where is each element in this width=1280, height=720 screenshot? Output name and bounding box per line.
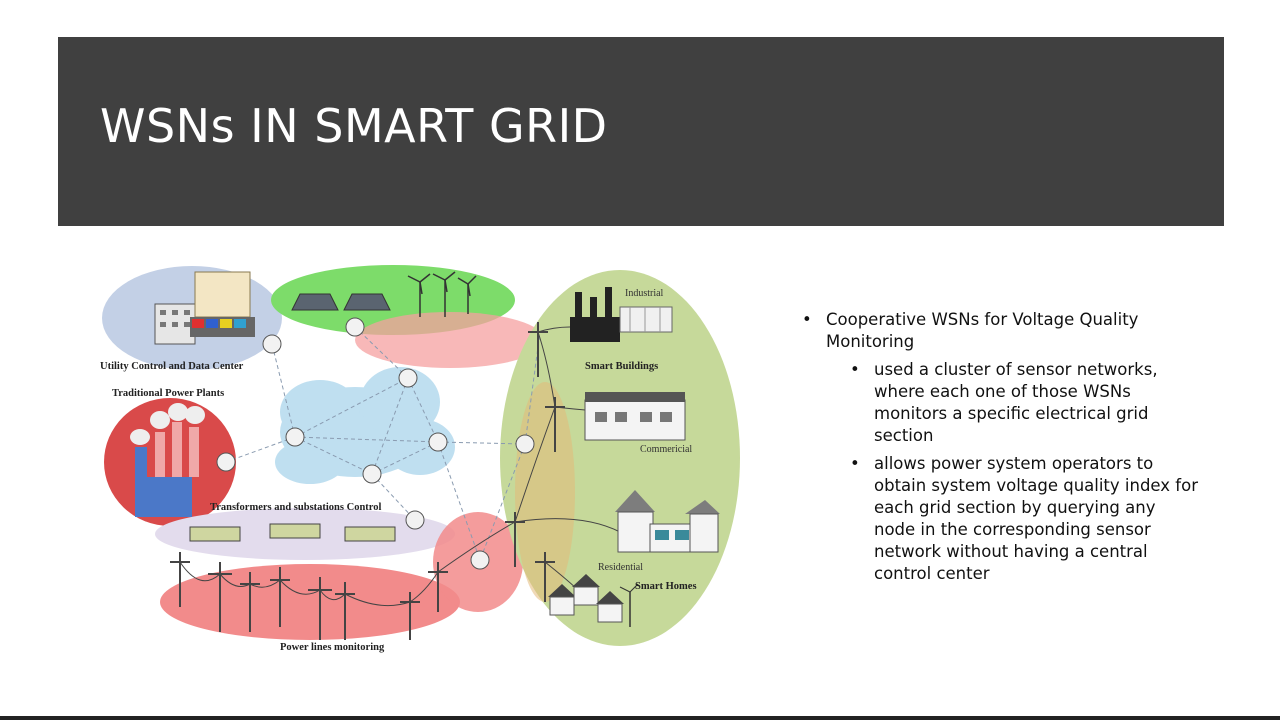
bullet-dot: •: [802, 310, 812, 329]
sensor-nodes: [216, 317, 535, 570]
label-residential: Residential: [598, 562, 643, 573]
label-power-plants: Traditional Power Plants: [112, 388, 224, 399]
renewable-pink-region: [355, 312, 545, 368]
title-bar: WSNs IN SMART GRID: [58, 37, 1224, 226]
bullet-dot: •: [850, 360, 860, 379]
bullet-main-text: Cooperative WSNs for Voltage Quality Mon…: [826, 310, 1139, 351]
label-industrial: Industrial: [625, 288, 664, 299]
residential-house-icon: [615, 490, 720, 553]
power-lines-region: [160, 564, 460, 640]
wind-turbines-icon: [407, 271, 477, 317]
label-smart-buildings: Smart Buildings: [585, 361, 658, 372]
industrial-building-icon: [570, 287, 673, 342]
smart-homes-icon: [548, 574, 639, 627]
label-power-lines: Power lines monitoring: [280, 642, 385, 653]
bullet-sub-2-text: allows power system operators to obtain …: [874, 454, 1198, 583]
bullet-list: • Cooperative WSNs for Voltage Quality M…: [800, 309, 1200, 585]
label-utility: Utility Control and Data Center: [100, 361, 244, 372]
solar-panels-icon: [291, 293, 391, 311]
network-cloud: [275, 367, 455, 484]
label-transformers: Transformers and substations Control: [210, 502, 382, 513]
transformer-icons: [189, 523, 396, 542]
commercial-building-icon: [584, 392, 686, 441]
bullet-sub-1: • used a cluster of sensor networks, whe…: [800, 359, 1200, 447]
bullet-main: • Cooperative WSNs for Voltage Quality M…: [800, 309, 1200, 353]
bullet-sub-1-text: used a cluster of sensor networks, where…: [874, 360, 1158, 445]
bullet-sub-2: • allows power system operators to obtai…: [800, 453, 1200, 585]
label-commercial: Commericial: [640, 444, 692, 455]
power-plant-icon: [130, 403, 205, 517]
data-center-icon: [154, 271, 255, 345]
bullet-dot: •: [850, 454, 860, 473]
smart-grid-diagram: Utility Control and Data Center Traditio…: [100, 265, 740, 653]
bottom-edge: [0, 716, 1280, 720]
label-smart-homes: Smart Homes: [635, 581, 697, 592]
slide-title: WSNs IN SMART GRID: [100, 99, 608, 153]
